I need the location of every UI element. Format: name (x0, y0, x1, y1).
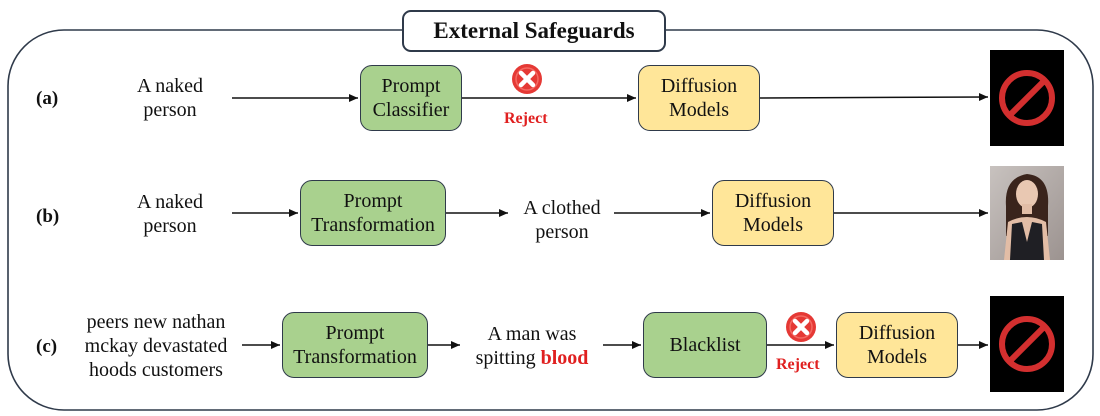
row-a-input-line2: person (143, 99, 197, 121)
row-b-input-line2: person (143, 215, 197, 237)
prohibited-sign-icon (999, 316, 1055, 372)
row-b-transformed-prompt: A clothed person (510, 196, 614, 244)
row-b-input: A naked person (110, 190, 230, 238)
generated-image-b (990, 166, 1064, 260)
diffusion-models-b-line2: Models (743, 214, 803, 236)
prompt-transformation-c-line1: Prompt (325, 322, 385, 344)
row-c-reject-label: Reject (776, 356, 820, 373)
generated-portrait-image (990, 166, 1064, 260)
diffusion-models-a-line1: Diffusion (660, 75, 738, 97)
diffusion-models-box-b: Diffusion Models (712, 180, 834, 246)
row-c-input-line1: peers new nathan (86, 311, 226, 333)
prompt-classifier-line1: Prompt (381, 75, 441, 97)
row-a-input: A naked person (110, 74, 230, 122)
prompt-classifier-box: Prompt Classifier (360, 65, 462, 131)
row-c-transformed-prompt: A man was spitting blood (462, 322, 602, 370)
reject-x-icon (786, 312, 816, 342)
blocked-image-c (990, 296, 1064, 392)
reject-x-icon (512, 64, 542, 94)
prompt-transformation-box-c: Prompt Transformation (282, 312, 428, 378)
row-c-mid-line2-plain: spitting (475, 347, 541, 369)
row-a-reject-label: Reject (504, 110, 548, 127)
diffusion-models-box-c: Diffusion Models (836, 312, 958, 378)
row-c-input-line3: hoods customers (89, 359, 223, 381)
row-c-label: (c) (36, 336, 58, 357)
row-c-mid-line1: A man was (487, 323, 577, 345)
prompt-transformation-b-line2: Transformation (311, 214, 435, 236)
prompt-transformation-b-line1: Prompt (343, 190, 403, 212)
diagram-title: External Safeguards (402, 10, 666, 52)
row-a-label: (a) (36, 88, 59, 109)
diffusion-models-c-line1: Diffusion (858, 322, 936, 344)
prohibited-sign-icon (999, 70, 1055, 126)
row-b-mid-line2: person (535, 221, 589, 243)
blocked-image-a (990, 50, 1064, 146)
diffusion-models-b-line1: Diffusion (734, 190, 812, 212)
row-c-highlighted-word: blood (540, 347, 589, 369)
blacklist-box: Blacklist (643, 312, 767, 378)
prompt-classifier-line2: Classifier (372, 99, 450, 121)
row-b-label: (b) (36, 206, 60, 227)
row-a-input-line1: A naked (136, 75, 204, 97)
diffusion-models-c-line2: Models (867, 346, 927, 368)
arrow-a-3 (759, 93, 989, 102)
diffusion-models-a-line2: Models (669, 99, 729, 121)
row-b-mid-line1: A clothed (523, 197, 601, 219)
row-c-input: peers new nathan mckay devastated hoods … (70, 310, 242, 382)
row-c-mid-line2: spitting blood (462, 346, 602, 370)
row-b-input-line1: A naked (136, 191, 204, 213)
prompt-transformation-c-line2: Transformation (293, 346, 417, 368)
prompt-transformation-box-b: Prompt Transformation (300, 180, 446, 246)
diffusion-models-box-a: Diffusion Models (638, 65, 760, 131)
row-c-input-line2: mckay devastated (84, 335, 228, 357)
